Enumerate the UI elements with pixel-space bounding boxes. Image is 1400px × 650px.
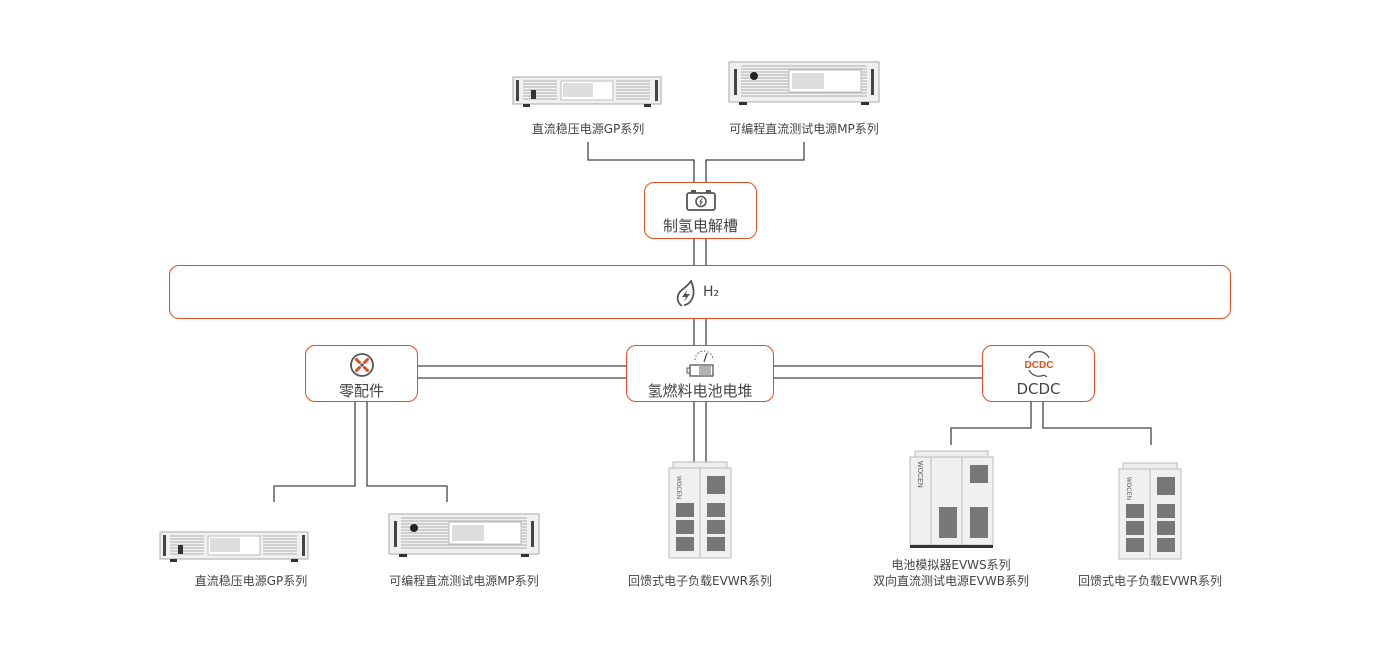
electrolyzer-label: 制氢电解槽	[662, 217, 738, 235]
mp-power-supply-image	[728, 61, 880, 105]
mp-power-supply-image	[388, 513, 540, 557]
dcdc-label: DCDC	[1016, 380, 1061, 398]
fuel-cell-node[interactable]: 氢燃料电池电堆	[626, 345, 774, 402]
gp-power-supply-image	[159, 531, 309, 562]
connector	[950, 401, 1032, 445]
svg-text:WOCEN: WOCEN	[675, 476, 681, 499]
dcdc-node[interactable]: DCDC DCDC	[982, 345, 1095, 402]
electronic-load-cabinet-image: WOCEN	[668, 461, 732, 559]
svg-text:WOCEN: WOCEN	[916, 461, 923, 488]
dcdc-icon: DCDC	[1024, 350, 1053, 378]
svg-text:WOCEN: WOCEN	[1125, 477, 1131, 500]
battery-icon	[685, 190, 716, 211]
device-label: 双向直流测试电源EVWB系列	[873, 574, 1029, 588]
hydrogen-label: H₂	[703, 284, 720, 300]
gp-power-supply-image	[512, 76, 662, 107]
battery-simulator-cabinet-image: WOCEN	[909, 450, 994, 548]
leaf-lightning-icon	[676, 280, 695, 307]
device-label: 回馈式电子负载EVWR系列	[1078, 574, 1222, 588]
connector	[273, 401, 356, 502]
gauge-battery-icon	[686, 350, 714, 377]
electrolyzer-node[interactable]: 制氢电解槽	[644, 182, 757, 239]
device-label: 电池模拟器EVWS系列	[891, 558, 1011, 572]
hydrogen-bus: H₂	[169, 265, 1231, 319]
parts-label: 零配件	[338, 382, 384, 400]
fan-icon	[349, 353, 374, 377]
device-label: 可编程直流测试电源MP系列	[729, 122, 879, 136]
device-label: 回馈式电子负载EVWR系列	[628, 574, 772, 588]
connector	[587, 142, 695, 183]
svg-text:DCDC: DCDC	[1024, 360, 1053, 371]
connector	[1042, 401, 1152, 445]
device-label: 直流稳压电源GP系列	[194, 574, 308, 588]
fuel-cell-label: 氢燃料电池电堆	[647, 382, 753, 400]
device-label: 直流稳压电源GP系列	[531, 122, 645, 136]
electronic-load-cabinet-image: WOCEN	[1118, 462, 1182, 560]
parts-node[interactable]: 零配件	[305, 345, 418, 402]
connector	[705, 142, 805, 183]
device-label: 可编程直流测试电源MP系列	[389, 574, 539, 588]
connector	[366, 401, 448, 502]
